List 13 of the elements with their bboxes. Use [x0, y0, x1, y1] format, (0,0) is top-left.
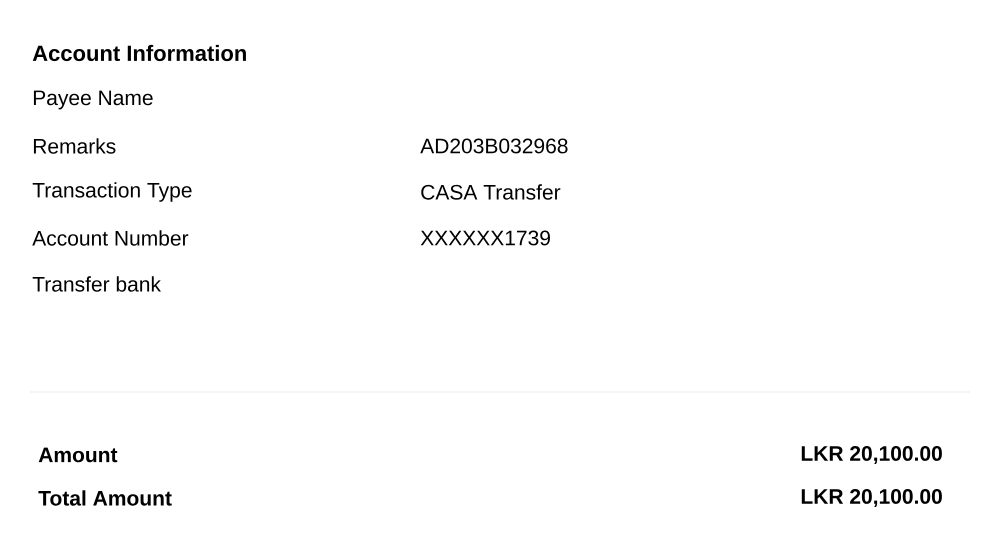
amount-value: LKR 20,100.00 — [802, 489, 942, 507]
field-value: CASA Transfer — [421, 184, 560, 200]
field-label: Account Number — [32, 230, 188, 246]
field-value: AD203B032968 — [420, 138, 568, 154]
amount-value: LKR 20,100.00 — [802, 446, 942, 464]
field-label: Transfer bank — [32, 276, 161, 292]
field-label: Payee Name — [34, 90, 153, 110]
field-label: Remarks — [34, 138, 116, 154]
section-heading: Account Information — [32, 44, 246, 62]
amount-label: Amount — [38, 448, 118, 462]
field-label: Transaction Type — [32, 182, 192, 202]
amount-label: Total Amount — [38, 490, 172, 506]
field-value: XXXXXX1739 — [420, 230, 550, 246]
